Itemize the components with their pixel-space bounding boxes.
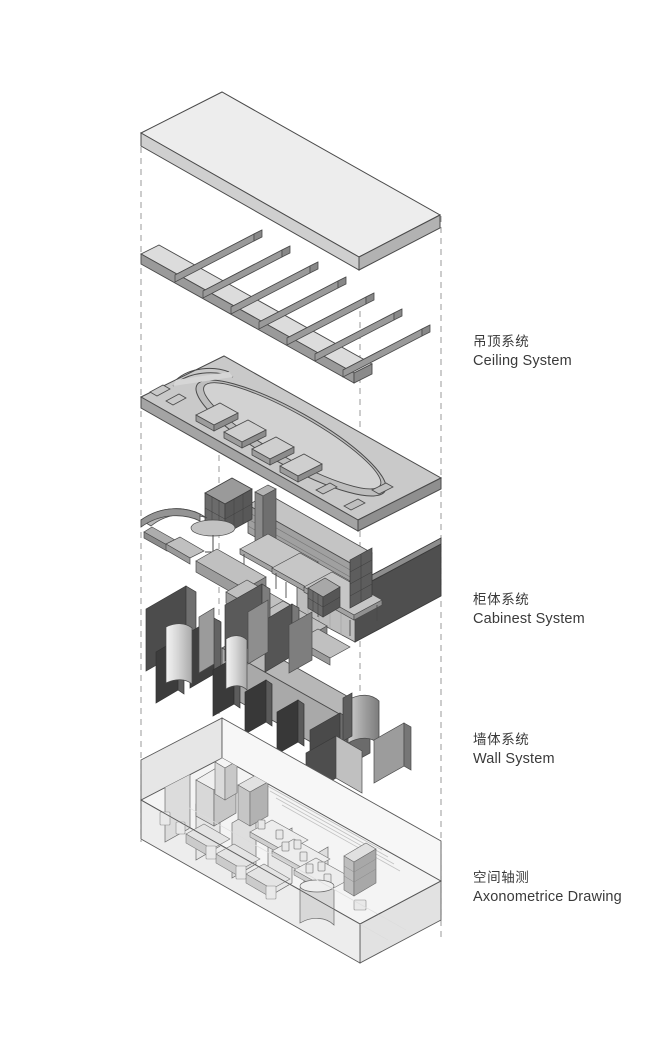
room-chair bbox=[299, 851, 308, 862]
curved-wall-group bbox=[165, 623, 248, 691]
bent-wall-right-face bbox=[335, 735, 363, 794]
ceiling-light-panel-edge bbox=[297, 463, 323, 483]
entry-tower-side bbox=[224, 760, 238, 801]
cabinet-cluster-tall bbox=[204, 477, 277, 547]
ceiling-slab-side-edge bbox=[358, 214, 441, 271]
layer-ceiling-slab bbox=[139, 91, 442, 271]
wall-panel-light bbox=[288, 611, 313, 674]
curved-wall-mid bbox=[225, 635, 248, 691]
ceiling-light-panel-edge bbox=[241, 429, 267, 449]
room-chair bbox=[281, 841, 290, 852]
ceiling-light-panel-edge bbox=[269, 446, 295, 466]
room-object bbox=[205, 845, 217, 860]
legend-label-en: Wall System bbox=[473, 751, 555, 768]
slat-end bbox=[337, 276, 347, 289]
small-shelf-lines bbox=[307, 591, 341, 614]
layer-assembled-room bbox=[140, 717, 442, 964]
panel-notch bbox=[315, 482, 338, 495]
ceiling-light-panel-edge bbox=[213, 412, 239, 432]
wall-panel-edge bbox=[297, 699, 305, 747]
layer-cabinet-system bbox=[140, 477, 442, 666]
slat-end bbox=[421, 324, 431, 337]
room-chair bbox=[317, 861, 326, 872]
entry-block-front bbox=[237, 784, 251, 827]
room-chair bbox=[293, 839, 302, 850]
room-chair bbox=[275, 829, 284, 840]
slat-end bbox=[253, 229, 263, 242]
slat-rail-end bbox=[353, 363, 373, 384]
room-shelving-lines bbox=[343, 858, 377, 883]
room-shelving-side bbox=[353, 848, 377, 897]
layer-ceiling-panel bbox=[139, 355, 443, 532]
room-top-edge bbox=[140, 799, 442, 925]
entry-block-side bbox=[249, 781, 269, 827]
legend-label-cn: 墙体系统 bbox=[473, 732, 530, 747]
panel-notch bbox=[343, 498, 366, 511]
oval-trim-band bbox=[173, 372, 233, 386]
slat-end bbox=[309, 261, 319, 274]
room-far-wall-inner bbox=[221, 717, 442, 882]
reception-wing-front bbox=[143, 531, 168, 552]
room-interior-contents bbox=[159, 758, 407, 941]
panel-notch-group-right bbox=[315, 482, 394, 511]
long-table-edge bbox=[353, 599, 383, 621]
legend-label-cn: 空间轴测 bbox=[473, 870, 530, 885]
wall-display-shelf bbox=[349, 547, 373, 609]
legend-label-en: Cabinest System bbox=[473, 611, 585, 628]
ceiling-light-panel-group bbox=[195, 402, 323, 483]
cylinder-wall-right bbox=[342, 692, 412, 784]
wall-panel-light bbox=[198, 607, 215, 674]
panel-notch bbox=[371, 482, 394, 495]
panel-notch bbox=[149, 384, 171, 397]
ceiling-slab-top-face bbox=[139, 91, 442, 258]
room-cylinder-top bbox=[299, 879, 335, 893]
small-shelf-unit bbox=[307, 577, 341, 618]
legend-label-cn: 吊顶系统 bbox=[473, 334, 530, 349]
curved-wall-left bbox=[165, 623, 193, 685]
room-object bbox=[265, 885, 277, 900]
legend-item-ceiling-system: 吊顶系统 Ceiling System bbox=[473, 332, 572, 372]
reception-counter-front bbox=[140, 508, 201, 528]
ceiling-panel-side-edge bbox=[357, 477, 442, 532]
panel-notch-group-left bbox=[149, 384, 187, 406]
slat-end bbox=[365, 292, 375, 305]
legend-label-en: Ceiling System bbox=[473, 353, 572, 370]
wall-panel-group-light bbox=[198, 599, 313, 674]
layer-ceiling-slats bbox=[140, 229, 431, 384]
cylinder-flank-right-edge bbox=[403, 722, 412, 771]
reception-counter bbox=[140, 508, 208, 552]
slat-end bbox=[393, 308, 403, 321]
entry-tower-front bbox=[214, 761, 226, 801]
legend-item-cabinest-system: 柜体系统 Cabinest System bbox=[473, 590, 585, 630]
legend-item-wall-system: 墙体系统 Wall System bbox=[473, 730, 555, 770]
room-chair bbox=[305, 863, 314, 874]
oval-trim-arc bbox=[175, 367, 230, 381]
room-entry-volumes bbox=[195, 758, 269, 827]
wall-panel-edge bbox=[265, 679, 273, 727]
round-table bbox=[190, 519, 236, 553]
room-chair bbox=[257, 819, 266, 830]
room-chair-group bbox=[257, 819, 332, 884]
legend-label-en: Axonometrice Drawing bbox=[473, 889, 622, 906]
floor-rail-front bbox=[165, 543, 191, 565]
wall-panel-light bbox=[247, 599, 269, 665]
room-shelving-front bbox=[343, 855, 355, 897]
slat-group bbox=[174, 229, 431, 378]
slat-end bbox=[281, 245, 291, 258]
round-table-top bbox=[190, 519, 236, 537]
cylinder-flank-left bbox=[342, 692, 353, 742]
cylinder-body bbox=[347, 694, 380, 745]
room-shelving bbox=[343, 842, 377, 897]
room-furniture-group bbox=[185, 819, 353, 899]
room-object bbox=[235, 865, 247, 880]
room-cylinder bbox=[299, 879, 335, 926]
room-small-objects bbox=[159, 811, 367, 911]
legend-label-cn: 柜体系统 bbox=[473, 592, 530, 607]
panel-notch bbox=[165, 393, 187, 406]
legend-item-axonometrice-drawing: 空间轴测 Axonometrice Drawing bbox=[473, 868, 622, 908]
wall-display-shelf-lines bbox=[349, 554, 373, 602]
